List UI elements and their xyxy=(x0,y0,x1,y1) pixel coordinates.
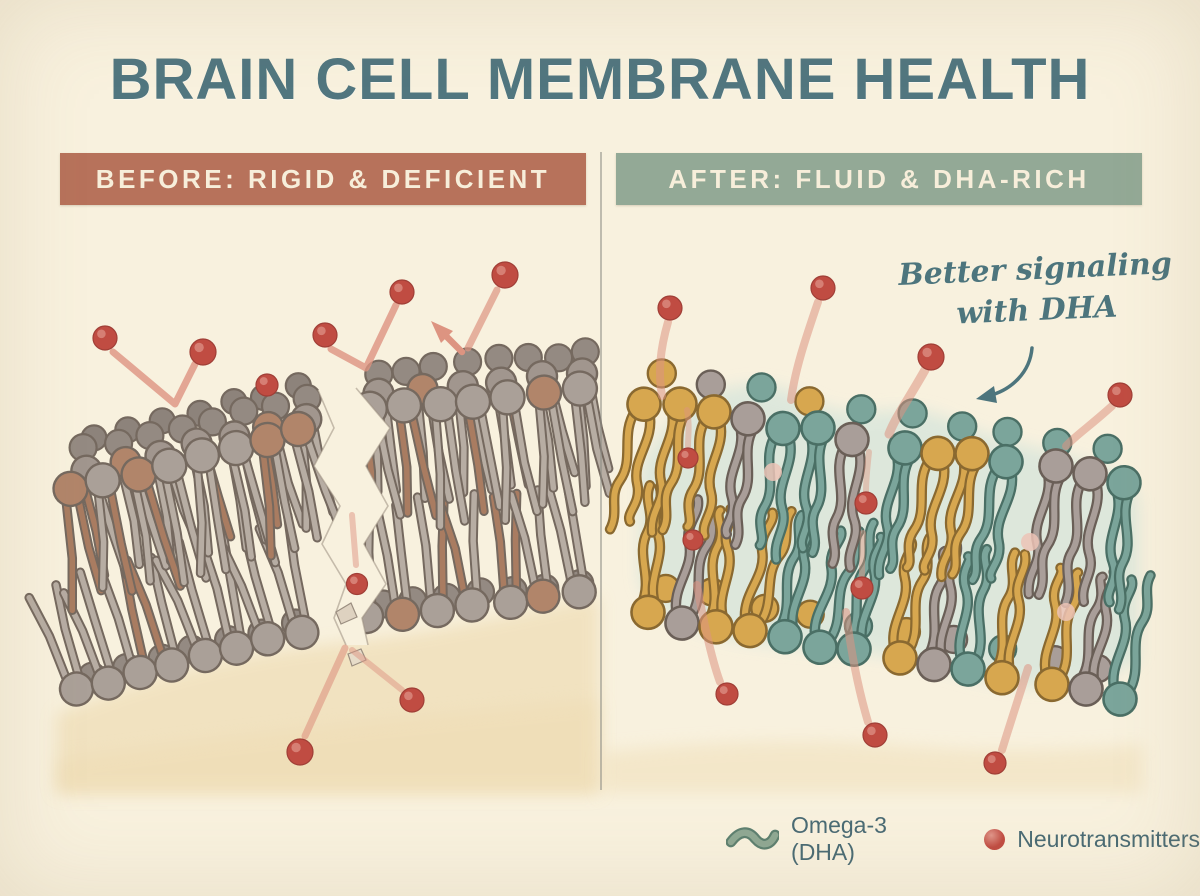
legend: Omega-3 (DHA) Neurotransmitters xyxy=(726,812,1200,866)
neurotransmitter-dot-icon xyxy=(984,828,1006,850)
legend-item-omega3: Omega-3 (DHA) xyxy=(726,812,954,866)
after-banner-label: AFTER: FLUID & DHA-RICH xyxy=(668,163,1090,194)
after-banner: AFTER: FLUID & DHA-RICH xyxy=(616,153,1142,205)
legend-label-neurotransmitters: Neurotransmitters xyxy=(1017,825,1200,852)
annotation-note: Better signaling with DHA xyxy=(896,244,1175,337)
panel-divider xyxy=(600,152,602,790)
before-banner-label: BEFORE: RIGID & DEFICIENT xyxy=(95,163,551,194)
page-title: BRAIN CELL MEMBRANE HEALTH xyxy=(109,47,1091,112)
legend-label-omega3: Omega-3 (DHA) xyxy=(791,812,887,865)
legend-item-neurotransmitters: Neurotransmitters xyxy=(984,826,1200,853)
before-banner: BEFORE: RIGID & DEFICIENT xyxy=(60,153,586,205)
omega3-squiggle-icon xyxy=(726,827,780,850)
